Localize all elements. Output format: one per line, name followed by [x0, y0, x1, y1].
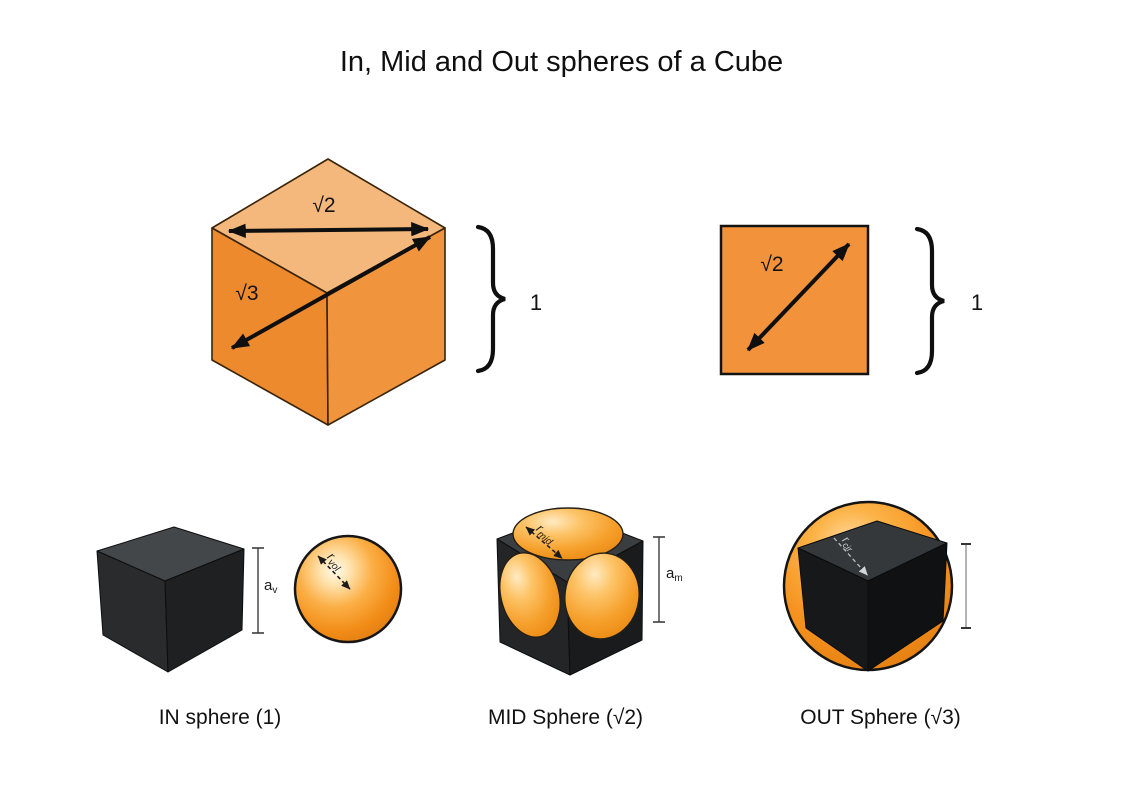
cube-edge-brace — [475, 224, 506, 374]
mid-edge-length-label: am — [666, 565, 683, 584]
mid-edge-label-sub: m — [674, 573, 682, 584]
out-sphere-caption: OUT Sphere (√3) — [800, 706, 961, 729]
mid-sphere-left-bulge — [499, 552, 561, 638]
out-cube-right-face — [867, 542, 948, 672]
square-diagonal-label: √2 — [760, 253, 783, 276]
mid-sphere-right-bulge — [564, 552, 640, 640]
unit-square-figure: √2 1 — [719, 224, 983, 376]
space-diagonal-label: √3 — [235, 282, 258, 305]
unit-cube-figure: √2 √3 1 — [211, 158, 542, 426]
mid-sphere-figure: rmid am — [496, 507, 683, 676]
in-sphere-radius-arrow — [317, 555, 351, 590]
space-diagonal-arrow — [230, 235, 432, 350]
out-sphere-figure: rcir — [782, 500, 971, 672]
out-sphere-radius-arrow — [833, 537, 868, 576]
mid-sphere-top-bulge — [512, 507, 624, 561]
mid-edge-label-base: a — [666, 565, 675, 582]
page-title: In, Mid and Out spheres of a Cube — [339, 46, 784, 78]
in-edge-label-base: a — [264, 577, 273, 594]
mid-sphere-radius-arrow — [525, 526, 563, 560]
in-edge-length-label: av — [264, 577, 277, 596]
square-edge-brace — [914, 226, 945, 376]
face-diagonal-arrow — [227, 221, 430, 239]
in-sphere — [293, 534, 403, 644]
in-sphere-caption: IN sphere (1) — [158, 706, 282, 729]
mid-sphere-caption: MID Sphere (√2) — [487, 706, 644, 729]
in-sphere-figure: av rvol — [96, 526, 403, 673]
square-diagonal-arrow — [746, 242, 851, 352]
face-diagonal-label: √2 — [312, 194, 335, 217]
in-edge-label-sub: v — [272, 585, 277, 596]
square-edge-length-label: 1 — [971, 290, 983, 315]
in-cube-right-face — [164, 548, 245, 673]
cube-edge-length-label: 1 — [530, 290, 542, 315]
